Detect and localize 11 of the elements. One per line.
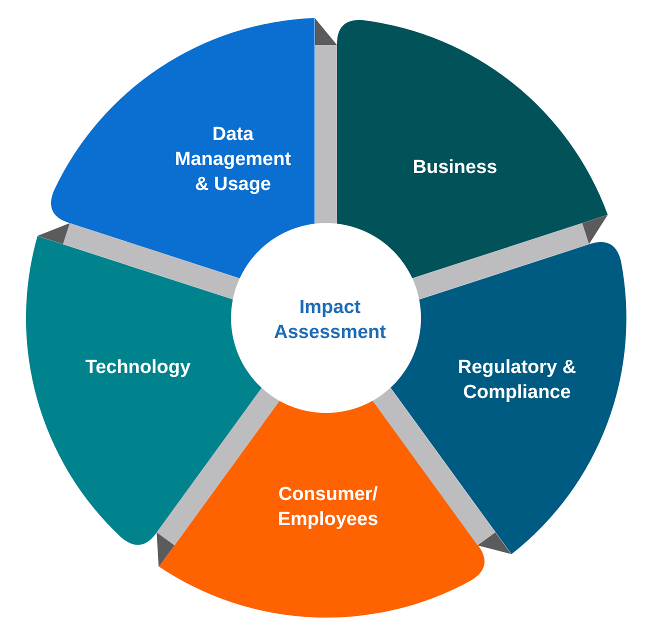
ring-segment [337, 20, 608, 280]
ring-segment [51, 18, 315, 280]
ring-segment [388, 242, 626, 554]
segment-label: Regulatory & Compliance [456, 356, 577, 405]
segment-label: Data Management & Usage [174, 123, 292, 198]
center-circle [231, 223, 421, 413]
segment-label: Consumer/ Employees [276, 482, 379, 532]
segment-label: Business [412, 156, 498, 180]
center-label: Impact Assessment [274, 296, 386, 345]
ring-segment [26, 236, 264, 545]
segment-label: Technology [84, 356, 192, 380]
